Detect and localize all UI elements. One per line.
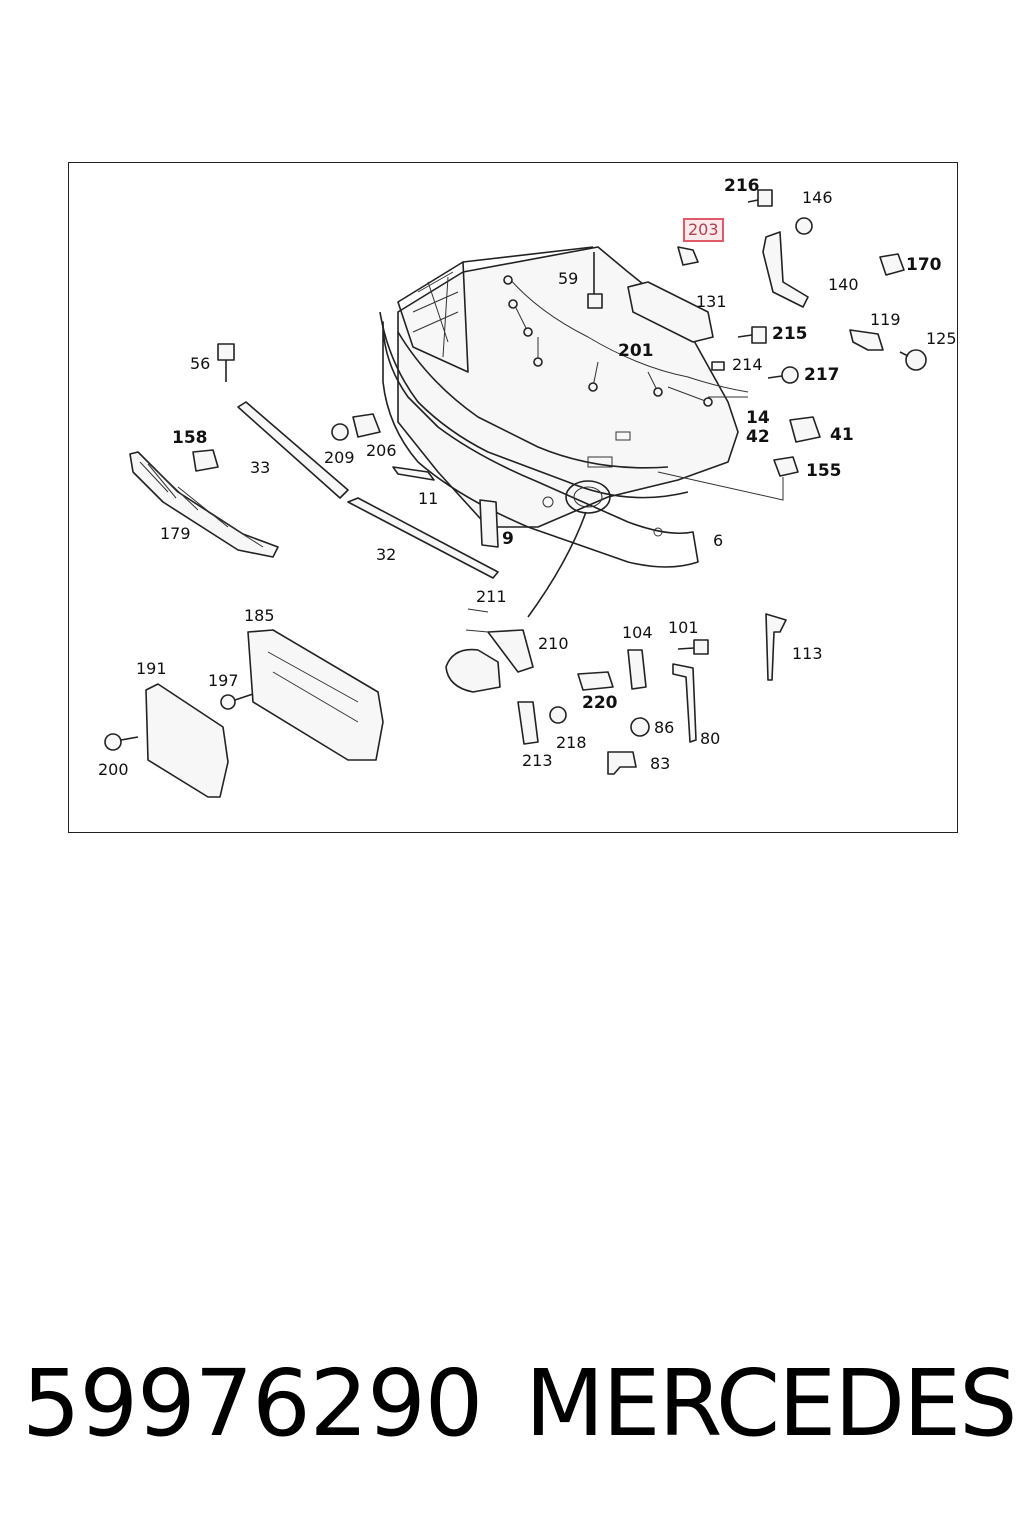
footer: 59976290 MERCEDES — [0, 1358, 1024, 1468]
callout-80: 80 — [700, 729, 721, 748]
brand-name: MERCEDES — [525, 1350, 1018, 1457]
callout-32: 32 — [376, 545, 397, 564]
screw-217 — [767, 366, 799, 384]
callout-215: 215 — [772, 324, 808, 344]
callout-209: 209 — [324, 448, 355, 467]
callout-203: 203 — [683, 218, 724, 242]
screw-200 — [104, 733, 139, 751]
callout-220: 220 — [582, 693, 618, 713]
nut-86 — [630, 717, 650, 737]
trim-33 — [237, 401, 349, 499]
callout-14: 14 — [746, 408, 770, 428]
plate-mount-185 — [247, 629, 384, 761]
trim-32 — [347, 497, 499, 579]
callout-210: 210 — [538, 634, 569, 653]
clip-104 — [627, 649, 647, 690]
callout-217: 217 — [804, 365, 840, 385]
callout-155: 155 — [806, 461, 842, 481]
callout-213: 213 — [522, 751, 553, 770]
bracket-113 — [765, 613, 787, 681]
bracket-11 — [392, 466, 435, 481]
screw-197 — [220, 693, 254, 710]
callout-197: 197 — [208, 671, 239, 690]
clip-220 — [577, 671, 614, 691]
screw-59 — [587, 252, 603, 309]
callout-214: 214 — [732, 355, 763, 374]
callout-191: 191 — [136, 659, 167, 678]
nut-146 — [795, 217, 813, 235]
callout-216: 216 — [724, 176, 760, 196]
button-218 — [549, 706, 567, 724]
clip-213 — [517, 701, 539, 745]
part-214 — [711, 361, 725, 371]
bracket-83 — [607, 751, 637, 775]
washer-cover-210 — [445, 648, 501, 693]
bumper-cover — [379, 246, 739, 568]
bolt-215 — [737, 326, 767, 344]
callout-131: 131 — [696, 292, 727, 311]
ring-209 — [331, 423, 349, 441]
bracket-140 — [762, 231, 809, 308]
callout-125: 125 — [926, 329, 957, 348]
callout-200: 200 — [98, 760, 129, 779]
callout-185: 185 — [244, 606, 275, 625]
callout-179: 179 — [160, 524, 191, 543]
callout-113: 113 — [792, 644, 823, 663]
bolt-56 — [217, 343, 235, 382]
callout-170: 170 — [906, 255, 942, 275]
callout-206: 206 — [366, 441, 397, 460]
callout-101: 101 — [668, 618, 699, 637]
callout-158: 158 — [172, 428, 208, 448]
license-plate-191 — [145, 683, 229, 798]
callout-6: 6 — [713, 531, 724, 550]
callout-201: 201 — [618, 341, 654, 361]
callout-42: 42 — [746, 427, 770, 447]
cap-155 — [773, 456, 799, 477]
callout-146: 146 — [802, 188, 833, 207]
wiring-harness — [503, 275, 749, 407]
washer-bracket-210 — [487, 629, 534, 673]
clip-211 — [465, 608, 489, 633]
bolt-101 — [677, 639, 709, 655]
bracket-9 — [479, 499, 499, 548]
sensor-206 — [352, 413, 381, 438]
bracket-80 — [672, 663, 697, 743]
callout-56: 56 — [190, 354, 211, 373]
callout-140: 140 — [828, 275, 859, 294]
callout-218: 218 — [556, 733, 587, 752]
callout-11: 11 — [418, 489, 439, 508]
clip-203 — [677, 246, 699, 266]
callout-9: 9 — [502, 529, 514, 549]
bracket-119 — [849, 329, 884, 351]
callout-104: 104 — [622, 623, 653, 642]
bracket-131 — [627, 281, 714, 343]
part-number: 59976290 — [22, 1350, 483, 1457]
callout-33: 33 — [250, 458, 271, 477]
callout-119: 119 — [870, 310, 901, 329]
grommet-158 — [192, 449, 219, 472]
bolt-125 — [899, 349, 927, 371]
callout-83: 83 — [650, 754, 671, 773]
callout-41: 41 — [830, 425, 854, 445]
exploded-parts-diagram — [104, 189, 927, 798]
callout-59: 59 — [558, 269, 579, 288]
cap-170 — [879, 253, 905, 276]
callout-86: 86 — [654, 718, 675, 737]
callout-211: 211 — [476, 587, 507, 606]
screw-216 — [747, 189, 773, 207]
bracket-41 — [789, 416, 821, 443]
